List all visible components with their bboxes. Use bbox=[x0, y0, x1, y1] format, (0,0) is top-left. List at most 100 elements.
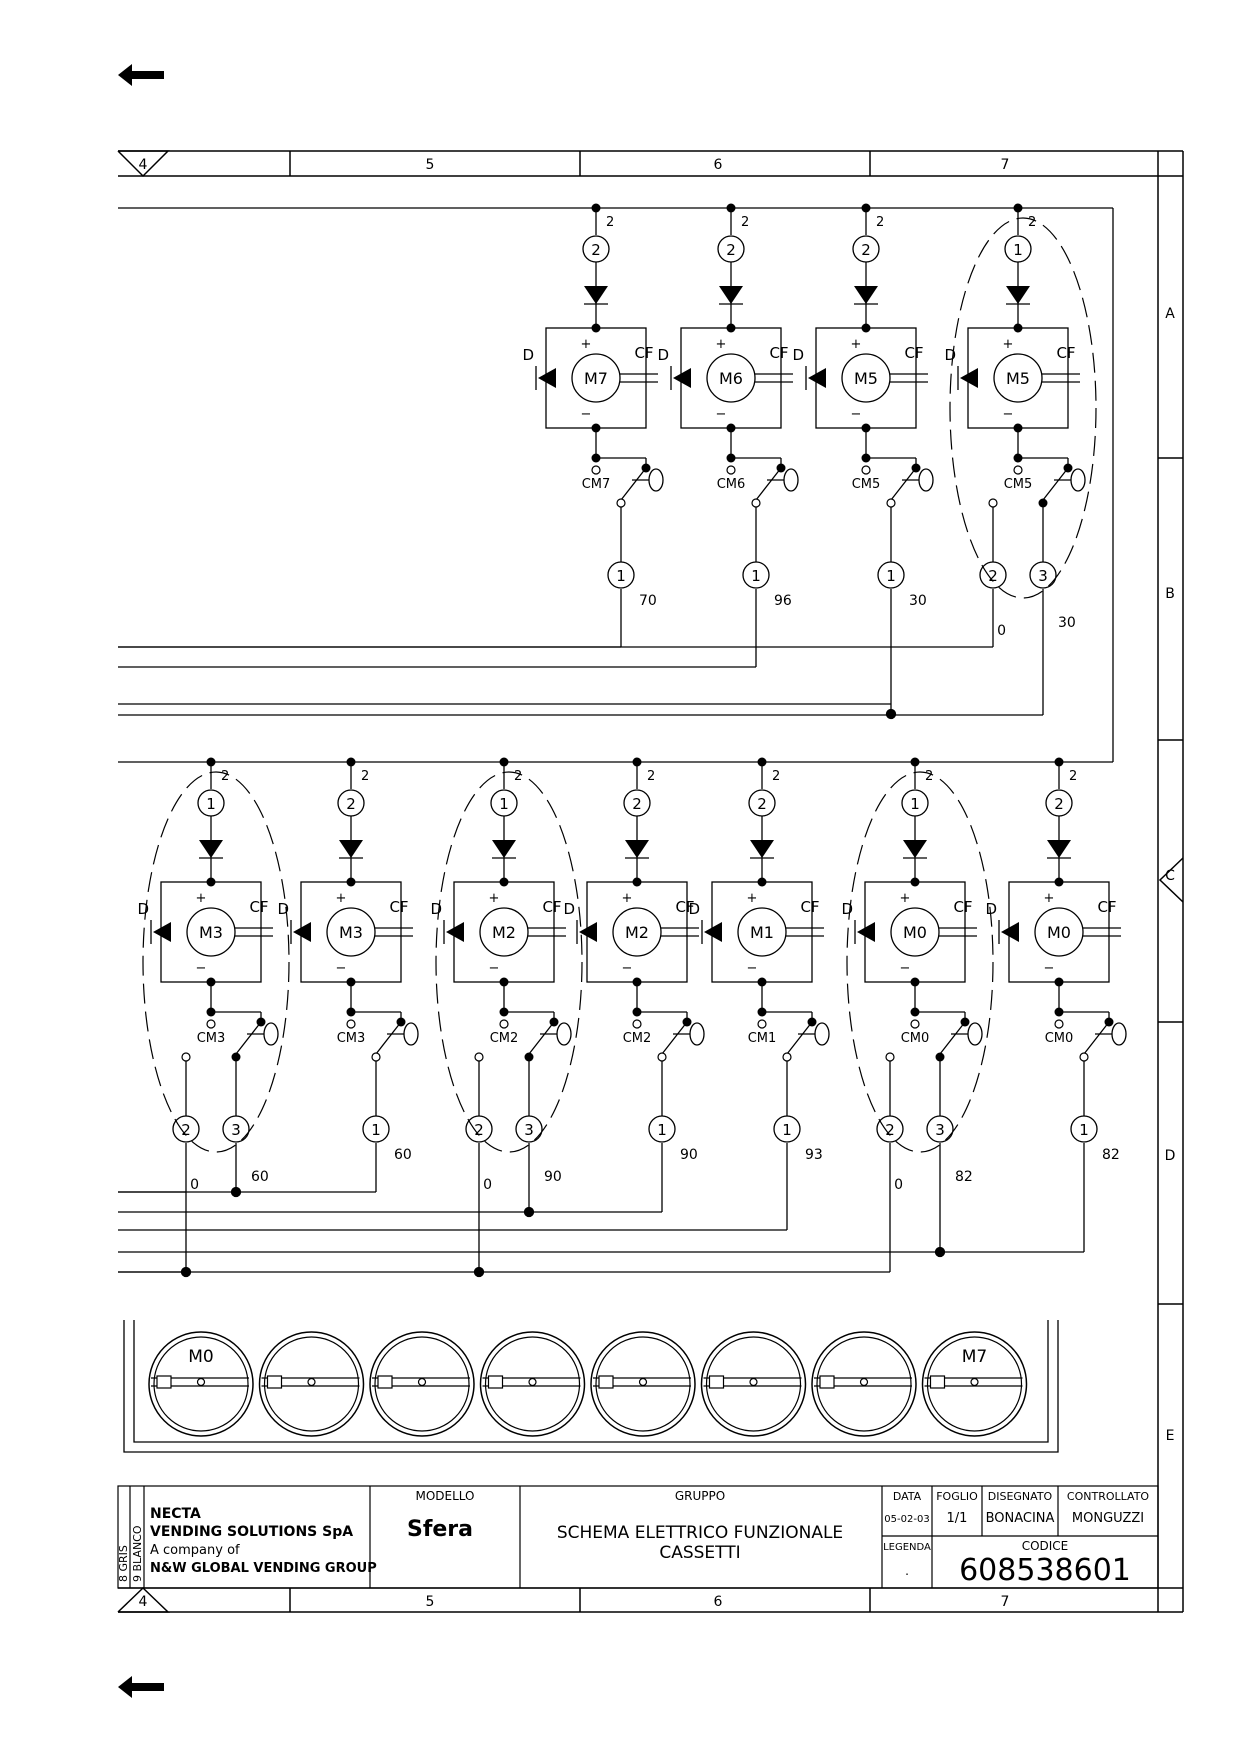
diode-symbol bbox=[1047, 840, 1071, 858]
back-arrow-top[interactable] bbox=[118, 64, 164, 86]
arrow-left-icon bbox=[118, 64, 164, 86]
switch-label: CM3 bbox=[197, 1031, 226, 1046]
connector-circle bbox=[172, 1115, 200, 1143]
minus-sign: − bbox=[622, 961, 633, 976]
cassette-ring-inner bbox=[816, 1336, 912, 1432]
motor-circle bbox=[1034, 907, 1084, 957]
minus-sign: − bbox=[716, 407, 727, 422]
back-arrow-bottom[interactable] bbox=[118, 1676, 164, 1698]
diode-label: D bbox=[137, 900, 149, 918]
switch-label: CM6 bbox=[717, 477, 746, 492]
switch-lever bbox=[939, 1021, 966, 1055]
switch-lever bbox=[620, 467, 647, 501]
wire-number: 2 bbox=[514, 769, 522, 784]
motor-circle bbox=[890, 907, 940, 957]
cassette-hub bbox=[417, 1377, 427, 1387]
connector-circle bbox=[979, 561, 1007, 589]
motor-label: M6 bbox=[719, 369, 743, 388]
switch-actuator bbox=[1070, 468, 1086, 492]
capacitor-label: CF bbox=[904, 344, 923, 362]
junction-dot bbox=[1038, 498, 1048, 508]
side-diode bbox=[579, 922, 597, 942]
cassette-pusher bbox=[156, 1375, 172, 1389]
plus-sign: + bbox=[489, 891, 500, 906]
capacitor-label: CF bbox=[675, 898, 694, 916]
minus-sign: − bbox=[1044, 961, 1055, 976]
code-label: 60 bbox=[394, 1147, 412, 1163]
diode-symbol bbox=[903, 840, 927, 858]
connector-circle bbox=[773, 1115, 801, 1143]
switch-lever bbox=[1042, 467, 1069, 501]
side-diode bbox=[538, 368, 556, 388]
cassette-ring-inner bbox=[926, 1336, 1023, 1432]
company-name: VENDING SOLUTIONS SpA bbox=[150, 1524, 353, 1540]
cassette-ring-inner bbox=[153, 1336, 249, 1432]
connector-number: 1 bbox=[616, 567, 626, 585]
side-diode bbox=[673, 368, 691, 388]
switch-lever bbox=[755, 467, 782, 501]
side-diode bbox=[960, 368, 978, 388]
switch-label: CM1 bbox=[748, 1031, 777, 1046]
connector-number: 1 bbox=[371, 1121, 381, 1139]
capacitor-label: CF bbox=[769, 344, 788, 362]
plus-sign: + bbox=[851, 337, 862, 352]
capacitor-label: CF bbox=[1097, 898, 1116, 916]
connector-number: 3 bbox=[231, 1121, 241, 1139]
disegnato-label: DISEGNATO bbox=[988, 1490, 1053, 1503]
controllato-value: MONGUZZI bbox=[1072, 1511, 1144, 1526]
switch-label: CM3 bbox=[337, 1031, 366, 1046]
row-label: B bbox=[1165, 586, 1175, 602]
side-diode bbox=[1001, 922, 1019, 942]
wire-number: 2 bbox=[606, 215, 614, 230]
connector-number: 2 bbox=[988, 567, 998, 585]
diode-symbol bbox=[854, 286, 878, 304]
code-label: 30 bbox=[909, 593, 927, 609]
side-diode bbox=[704, 922, 722, 942]
diode-label: D bbox=[688, 900, 700, 918]
connector-circle bbox=[515, 1115, 543, 1143]
terminal-open bbox=[885, 1052, 895, 1062]
capacitor-label: CF bbox=[1056, 344, 1075, 362]
connector-number: 2 bbox=[885, 1121, 895, 1139]
side-diode bbox=[293, 922, 311, 942]
plus-sign: + bbox=[1044, 891, 1055, 906]
terminal-open bbox=[371, 1052, 381, 1062]
connector-number: 1 bbox=[886, 567, 896, 585]
motor-circle bbox=[326, 907, 376, 957]
capacitor-label: CF bbox=[249, 898, 268, 916]
junction-dot bbox=[230, 1186, 242, 1198]
terminal-open bbox=[1013, 465, 1023, 475]
modello-value: Sfera bbox=[407, 1517, 473, 1542]
motor-circle bbox=[737, 907, 787, 957]
terminal-open bbox=[1079, 1052, 1089, 1062]
row-label: A bbox=[1165, 306, 1175, 322]
cassette-ring-inner bbox=[374, 1336, 470, 1432]
terminal-open bbox=[206, 1019, 216, 1029]
code-label: 90 bbox=[680, 1147, 698, 1163]
switch-label: CM7 bbox=[582, 477, 611, 492]
connector-circle bbox=[362, 1115, 390, 1143]
switch-actuator bbox=[648, 468, 664, 492]
cassette-ring-inner bbox=[705, 1336, 802, 1432]
switch-actuator bbox=[783, 468, 799, 492]
wire-number: 2 bbox=[221, 769, 229, 784]
switch-actuator bbox=[556, 1022, 572, 1046]
connector-number: 1 bbox=[1079, 1121, 1089, 1139]
cassette-hub bbox=[638, 1377, 648, 1387]
terminal-open bbox=[988, 498, 998, 508]
wire-number: 2 bbox=[361, 769, 369, 784]
connector-number: 2 bbox=[757, 795, 767, 813]
code-label: 90 bbox=[544, 1169, 562, 1185]
diode-symbol bbox=[199, 840, 223, 858]
diode-symbol bbox=[339, 840, 363, 858]
connector-circle bbox=[1070, 1115, 1098, 1143]
switch-label: CM0 bbox=[1045, 1031, 1074, 1046]
diode-symbol bbox=[625, 840, 649, 858]
cassette: M0 bbox=[148, 1331, 254, 1437]
column-label: 5 bbox=[426, 1594, 435, 1610]
